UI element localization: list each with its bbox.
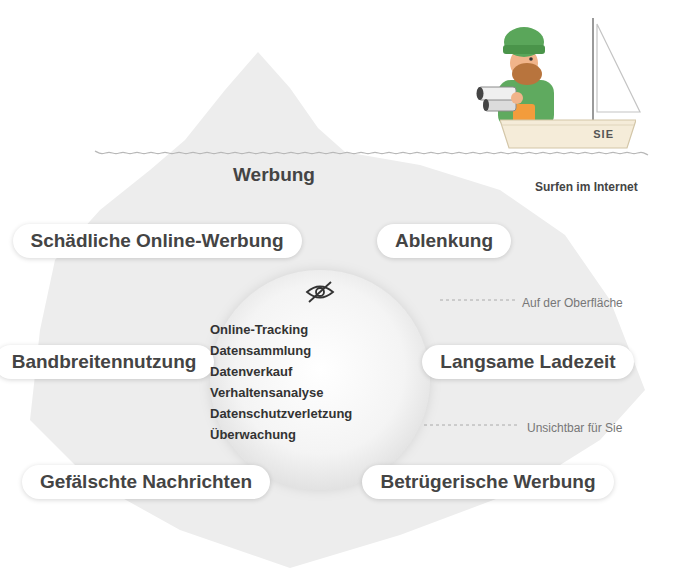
annotation-label: Auf der Oberfläche (522, 296, 623, 310)
text-stack: Online-TrackingDatensammlungDatenverkauf… (210, 319, 430, 445)
pill-label: Betrügerische Werbung (380, 470, 595, 494)
boat-label: SIE (593, 128, 614, 140)
section-heading: Werbung (233, 163, 315, 187)
pill-box: Langsame Ladezeit (422, 345, 633, 379)
annotation-label: Unsichtbar für Sie (527, 421, 622, 435)
leader-line (440, 300, 515, 301)
pill-box: Schädliche Online-Werbung (13, 224, 302, 258)
pill-box: Ablenkung (377, 224, 511, 258)
iceberg-region: WerbungSchädliche Online-Werbung Ablenkun… (25, 48, 650, 572)
leader-line (424, 425, 518, 426)
label-anchor: Surfen im Internet (535, 177, 638, 195)
hidden-item: Verhaltensanalyse (210, 382, 323, 403)
pill-label: Langsame Ladezeit (440, 350, 615, 374)
sail (597, 24, 640, 112)
pill-box: Bandbreitennutzung (0, 345, 214, 379)
hidden-item: Datensammlung (210, 340, 311, 361)
circle-outline (210, 270, 430, 490)
pill-label: Gefälschte Nachrichten (40, 470, 252, 494)
water-line (95, 151, 648, 155)
hidden-item: Online-Tracking (210, 319, 308, 340)
pill-box: Betrügerische Werbung (362, 465, 613, 499)
annotation-label: Surfen im Internet (535, 180, 638, 194)
hidden-item: Überwachung (210, 424, 296, 445)
eye-slash-icon (307, 282, 333, 302)
mast (592, 18, 594, 122)
hidden-circle: Online-TrackingDatensammlungDatenverkauf… (210, 270, 430, 490)
label-anchor: Unsichtbar für Sie (527, 418, 622, 436)
hull-outline (500, 118, 636, 149)
label-anchor: Auf der Oberfläche (522, 293, 623, 311)
pill-label: Ablenkung (395, 229, 493, 253)
pill-box: Gefälschte Nachrichten (22, 465, 270, 499)
pill-label: Bandbreitennutzung (12, 350, 197, 374)
pill-label: Schädliche Online-Werbung (31, 229, 284, 253)
sailor-figure (477, 27, 555, 128)
hidden-item: Datenverkauf (210, 361, 292, 382)
boat-hull: SIE (500, 118, 636, 149)
hidden-item: Datenschutzverletzung (210, 403, 352, 424)
